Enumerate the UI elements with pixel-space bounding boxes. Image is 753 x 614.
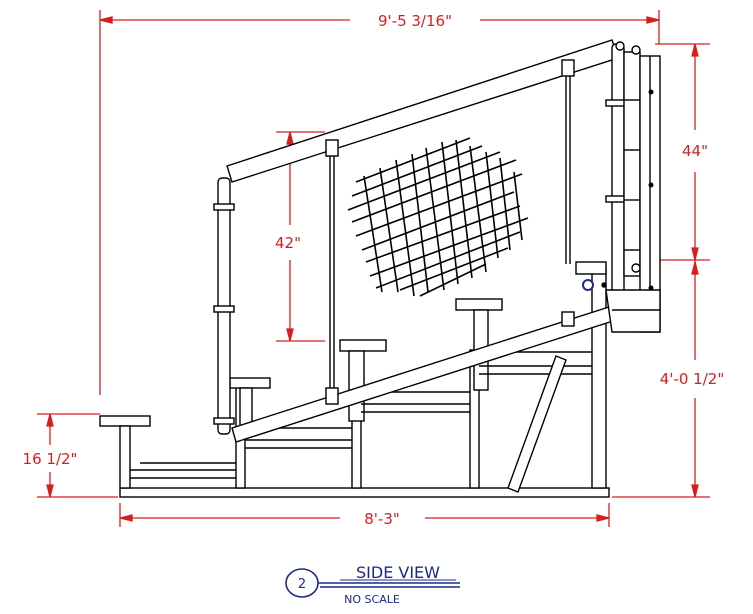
title-block: 2 SIDE VIEW NO SCALE (285, 563, 460, 606)
bleacher-structure (99, 39, 661, 498)
mesh-panel (347, 137, 529, 297)
overall-length-dimension: 9'-5 3/16" (378, 12, 452, 30)
view-title: SIDE VIEW (356, 563, 440, 582)
view-scale-note: NO SCALE (344, 593, 400, 606)
dimension-lines (37, 10, 710, 527)
front-seat-height-dimension: 16 1/2" (23, 450, 78, 468)
view-number: 2 (298, 577, 306, 592)
back-height-dimension: 44" (682, 142, 708, 160)
base-length-dimension: 8'-3" (364, 510, 400, 528)
rear-height-dimension: 4'-0 1/2" (660, 370, 724, 388)
rail-height-dimension: 42" (275, 234, 301, 252)
